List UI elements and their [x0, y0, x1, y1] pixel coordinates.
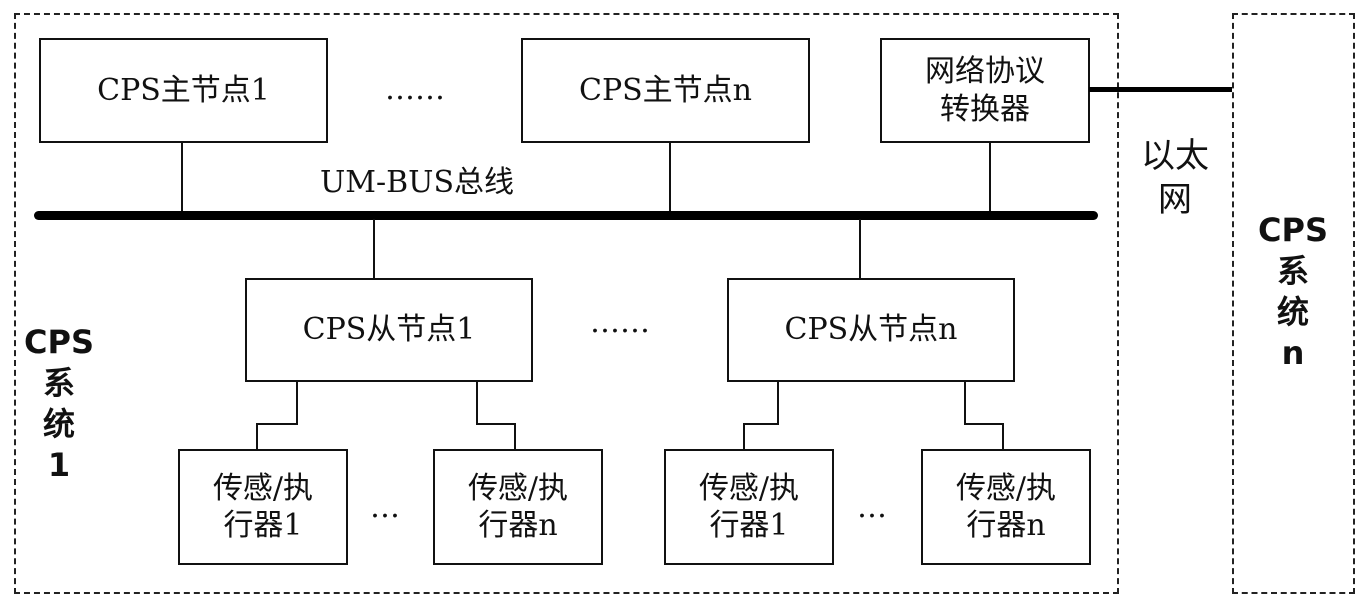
ethernet-link: [1089, 87, 1232, 92]
slave-ellipsis: ……: [590, 305, 650, 340]
system-1-label: CPS 系 统 1: [24, 323, 94, 484]
sn-devn-link-c: [1002, 423, 1004, 449]
slave-node-n: CPS从节点n: [727, 278, 1015, 382]
master-node-n: CPS主节点n: [521, 38, 810, 143]
device-g1-1: 传感/执 行器1: [178, 449, 348, 565]
device-g2-n: 传感/执 行器n: [921, 449, 1091, 565]
s1-dev1-link-b: [256, 423, 298, 425]
slave-node-1-label: CPS从节点1: [302, 312, 476, 348]
slave-node-1: CPS从节点1: [245, 278, 533, 382]
system-n-label: CPS 系 统 n: [1258, 211, 1328, 372]
sn-devn-link-b: [964, 423, 1004, 425]
device-g1-1-label: 传感/执 行器1: [212, 470, 314, 544]
device-g1-ellipsis: …: [370, 490, 400, 525]
master-n-connector: [669, 143, 671, 215]
s1-devn-link-c: [514, 423, 516, 449]
device-g2-1: 传感/执 行器1: [664, 449, 834, 565]
s1-dev1-link-a: [296, 382, 298, 425]
sn-dev1-link-b: [743, 423, 779, 425]
slave-n-connector: [859, 219, 861, 278]
device-g2-n-label: 传感/执 行器n: [955, 470, 1057, 544]
sn-devn-link-a: [964, 382, 966, 425]
cps-system-n-region: [1232, 13, 1355, 594]
bus-label: UM-BUS总线: [320, 165, 515, 200]
master-node-n-label: CPS主节点n: [578, 72, 752, 108]
cps-system-1-region: [14, 13, 1119, 594]
s1-dev1-link-c: [256, 423, 258, 449]
master-1-connector: [181, 143, 183, 215]
master-node-1: CPS主节点1: [39, 38, 328, 143]
master-ellipsis: ……: [385, 72, 445, 107]
protocol-converter-label: 网络协议 转换器: [925, 54, 1045, 127]
converter-connector: [989, 143, 991, 215]
protocol-converter: 网络协议 转换器: [880, 38, 1090, 143]
device-g2-1-label: 传感/执 行器1: [698, 470, 800, 544]
sn-dev1-link-c: [743, 423, 745, 449]
s1-devn-link-a: [476, 382, 478, 425]
device-g1-n-label: 传感/执 行器n: [467, 470, 569, 544]
um-bus-line: [34, 211, 1098, 220]
slave-node-n-label: CPS从节点n: [784, 312, 958, 348]
master-node-1-label: CPS主节点1: [97, 72, 270, 108]
device-g2-ellipsis: …: [857, 490, 887, 525]
sn-dev1-link-a: [777, 382, 779, 425]
ethernet-label: 以太 网: [1141, 136, 1209, 221]
slave-1-connector: [373, 219, 375, 278]
s1-devn-link-b: [476, 423, 516, 425]
device-g1-n: 传感/执 行器n: [433, 449, 603, 565]
